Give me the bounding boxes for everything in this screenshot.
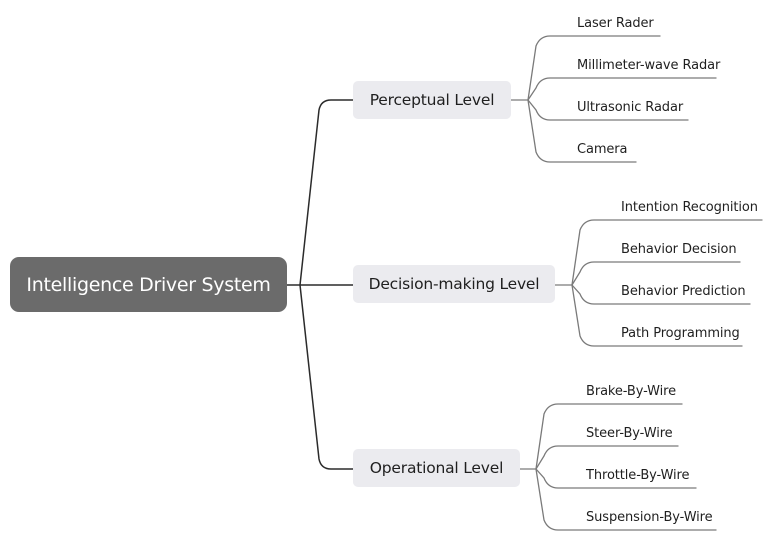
connector-leaf: [571, 219, 763, 286]
leaf-node[interactable]: Throttle-By-Wire: [586, 468, 690, 483]
leaf-node[interactable]: Millimeter-wave Radar: [577, 58, 721, 73]
connector-leaf: [571, 261, 741, 286]
connector-leaf: [527, 77, 717, 101]
connector-leaf: [535, 468, 717, 531]
root-node[interactable]: Intelligence Driver System: [10, 257, 287, 312]
leaf-node[interactable]: Intention Recognition: [621, 200, 758, 215]
branch-label: Perceptual Level: [369, 91, 495, 109]
connector-leaf: [571, 284, 751, 305]
connector-leaf: [571, 284, 743, 347]
branch-label: Operational Level: [369, 459, 504, 477]
connector-root-perceptual: [299, 99, 354, 286]
leaf-node[interactable]: Path Programming: [621, 326, 740, 341]
connector-leaf: [527, 35, 661, 101]
connector-leaf: [535, 468, 697, 489]
connector-leaf: [535, 403, 683, 470]
branch-label: Decision-making Level: [368, 275, 540, 293]
leaf-node[interactable]: Brake-By-Wire: [586, 384, 677, 399]
connector-leaf: [535, 445, 679, 470]
root-label: Intelligence Driver System: [26, 273, 271, 296]
leaf-node[interactable]: Suspension-By-Wire: [586, 510, 713, 525]
connector-leaf: [527, 99, 637, 163]
branch-node-operational-level[interactable]: Operational Level: [353, 449, 520, 487]
branch-node-decision-making-level[interactable]: Decision-making Level: [353, 265, 555, 303]
leaf-node[interactable]: Steer-By-Wire: [586, 426, 673, 441]
leaf-node[interactable]: Behavior Prediction: [621, 284, 746, 299]
connector-root-operational: [299, 284, 354, 470]
leaf-node[interactable]: Camera: [577, 142, 628, 157]
leaf-node[interactable]: Laser Rader: [577, 16, 654, 31]
connector-leaf: [527, 99, 689, 121]
leaf-node[interactable]: Ultrasonic Radar: [577, 100, 684, 115]
leaf-node[interactable]: Behavior Decision: [621, 242, 737, 257]
branch-node-perceptual-level[interactable]: Perceptual Level: [353, 81, 511, 119]
